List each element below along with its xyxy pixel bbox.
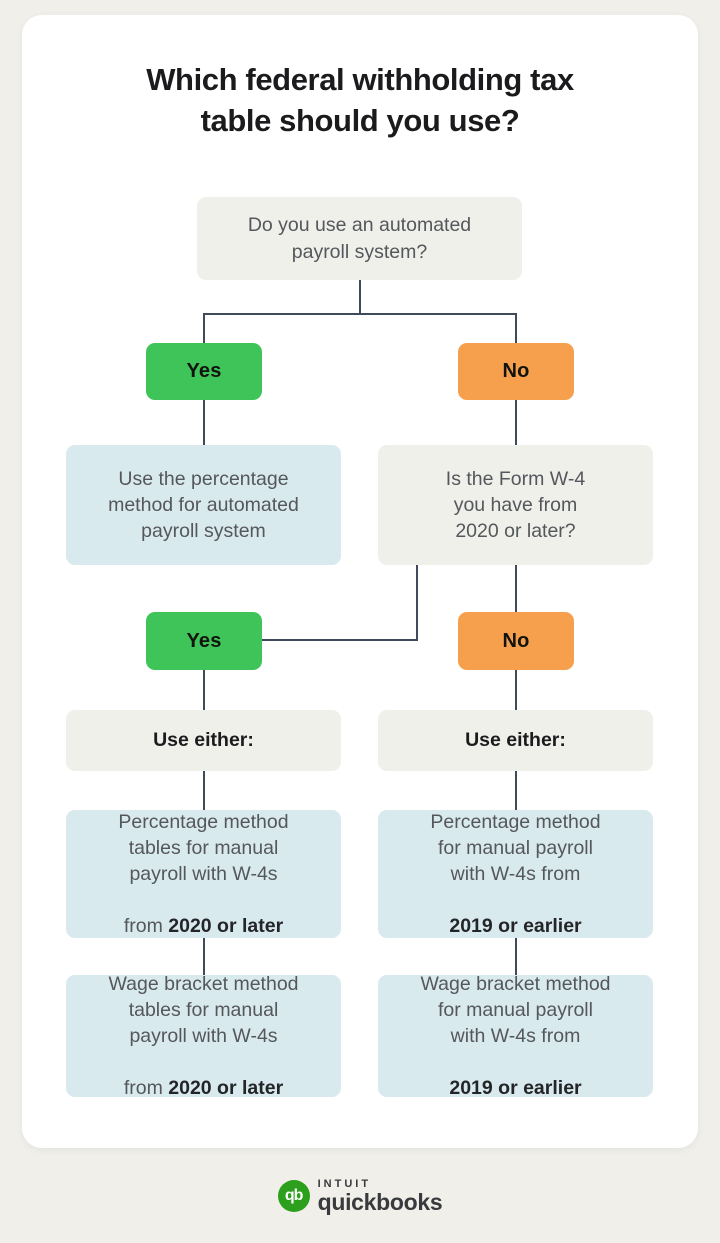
brand-wordmark: INTUIT quickbooks (318, 1178, 443, 1214)
result-text: Wage bracket method for manual payroll w… (420, 972, 611, 1100)
connector-line (203, 669, 205, 711)
result-text: Use the percentage method for automated … (108, 467, 299, 543)
question-text: Is the Form W-4 you have from 2020 or la… (445, 467, 586, 543)
yes-badge-level1: Yes (146, 343, 262, 400)
result-text-bold: 2020 or later (168, 915, 284, 938)
page-title: Which federal withholding tax table shou… (146, 62, 574, 138)
connector-line (203, 399, 205, 446)
connector-line (262, 639, 418, 641)
result-box-percentage-manual-2020: Percentage method tables for manual payr… (66, 810, 341, 938)
connector-line (359, 280, 361, 314)
result-text-bold: 2020 or later (168, 1077, 284, 1100)
connector-line (416, 564, 418, 641)
result-text: Percentage method for manual payroll wit… (430, 810, 601, 938)
result-text-bold: 2019 or earlier (449, 1077, 582, 1100)
result-text: Percentage method tables for manual payr… (118, 810, 289, 938)
connector-line (515, 313, 517, 344)
no-label: No (502, 360, 530, 382)
question-text: Do you use an automated payroll system? (247, 214, 472, 263)
result-box-automated-percentage-method: Use the percentage method for automated … (66, 445, 341, 565)
connector-line (515, 669, 517, 711)
intuit-wordmark: INTUIT (317, 1178, 372, 1190)
yes-label: Yes (186, 360, 222, 382)
question-box-automated-payroll: Do you use an automated payroll system? (197, 197, 522, 280)
yes-badge-level2: Yes (146, 612, 262, 670)
result-box-wage-bracket-2020: Wage bracket method tables for manual pa… (66, 973, 341, 1099)
connector-line (515, 770, 517, 811)
result-text-bold: 2019 or earlier (449, 915, 582, 938)
no-label: No (502, 629, 530, 652)
no-badge-level1: No (458, 343, 574, 400)
yes-label: Yes (186, 629, 222, 652)
connector-line (203, 937, 205, 976)
brand-footer: qb INTUIT quickbooks (0, 1178, 720, 1214)
connector-line (203, 313, 205, 344)
connector-line (515, 564, 517, 613)
result-text-prefix: from (123, 915, 169, 938)
result-text-prefix: from (123, 1077, 169, 1100)
result-text: Wage bracket method tables for manual pa… (108, 972, 299, 1100)
no-badge-level2: No (458, 612, 574, 670)
use-either-box-left: Use either: (66, 710, 341, 771)
connector-line (515, 399, 517, 446)
connector-line (203, 770, 205, 811)
use-either-box-right: Use either: (378, 710, 653, 771)
use-either-label: Use either: (153, 729, 254, 751)
quickbooks-logo-icon: qb (277, 1180, 310, 1213)
use-either-label: Use either: (465, 729, 566, 751)
question-box-form-w4-year: Is the Form W-4 you have from 2020 or la… (378, 445, 653, 565)
result-box-wage-bracket-2019: Wage bracket method for manual payroll w… (378, 973, 653, 1099)
result-box-percentage-manual-2019: Percentage method for manual payroll wit… (378, 810, 653, 938)
connector-line (515, 937, 517, 976)
connector-line (203, 313, 517, 315)
quickbooks-wordmark: quickbooks (317, 1189, 443, 1216)
